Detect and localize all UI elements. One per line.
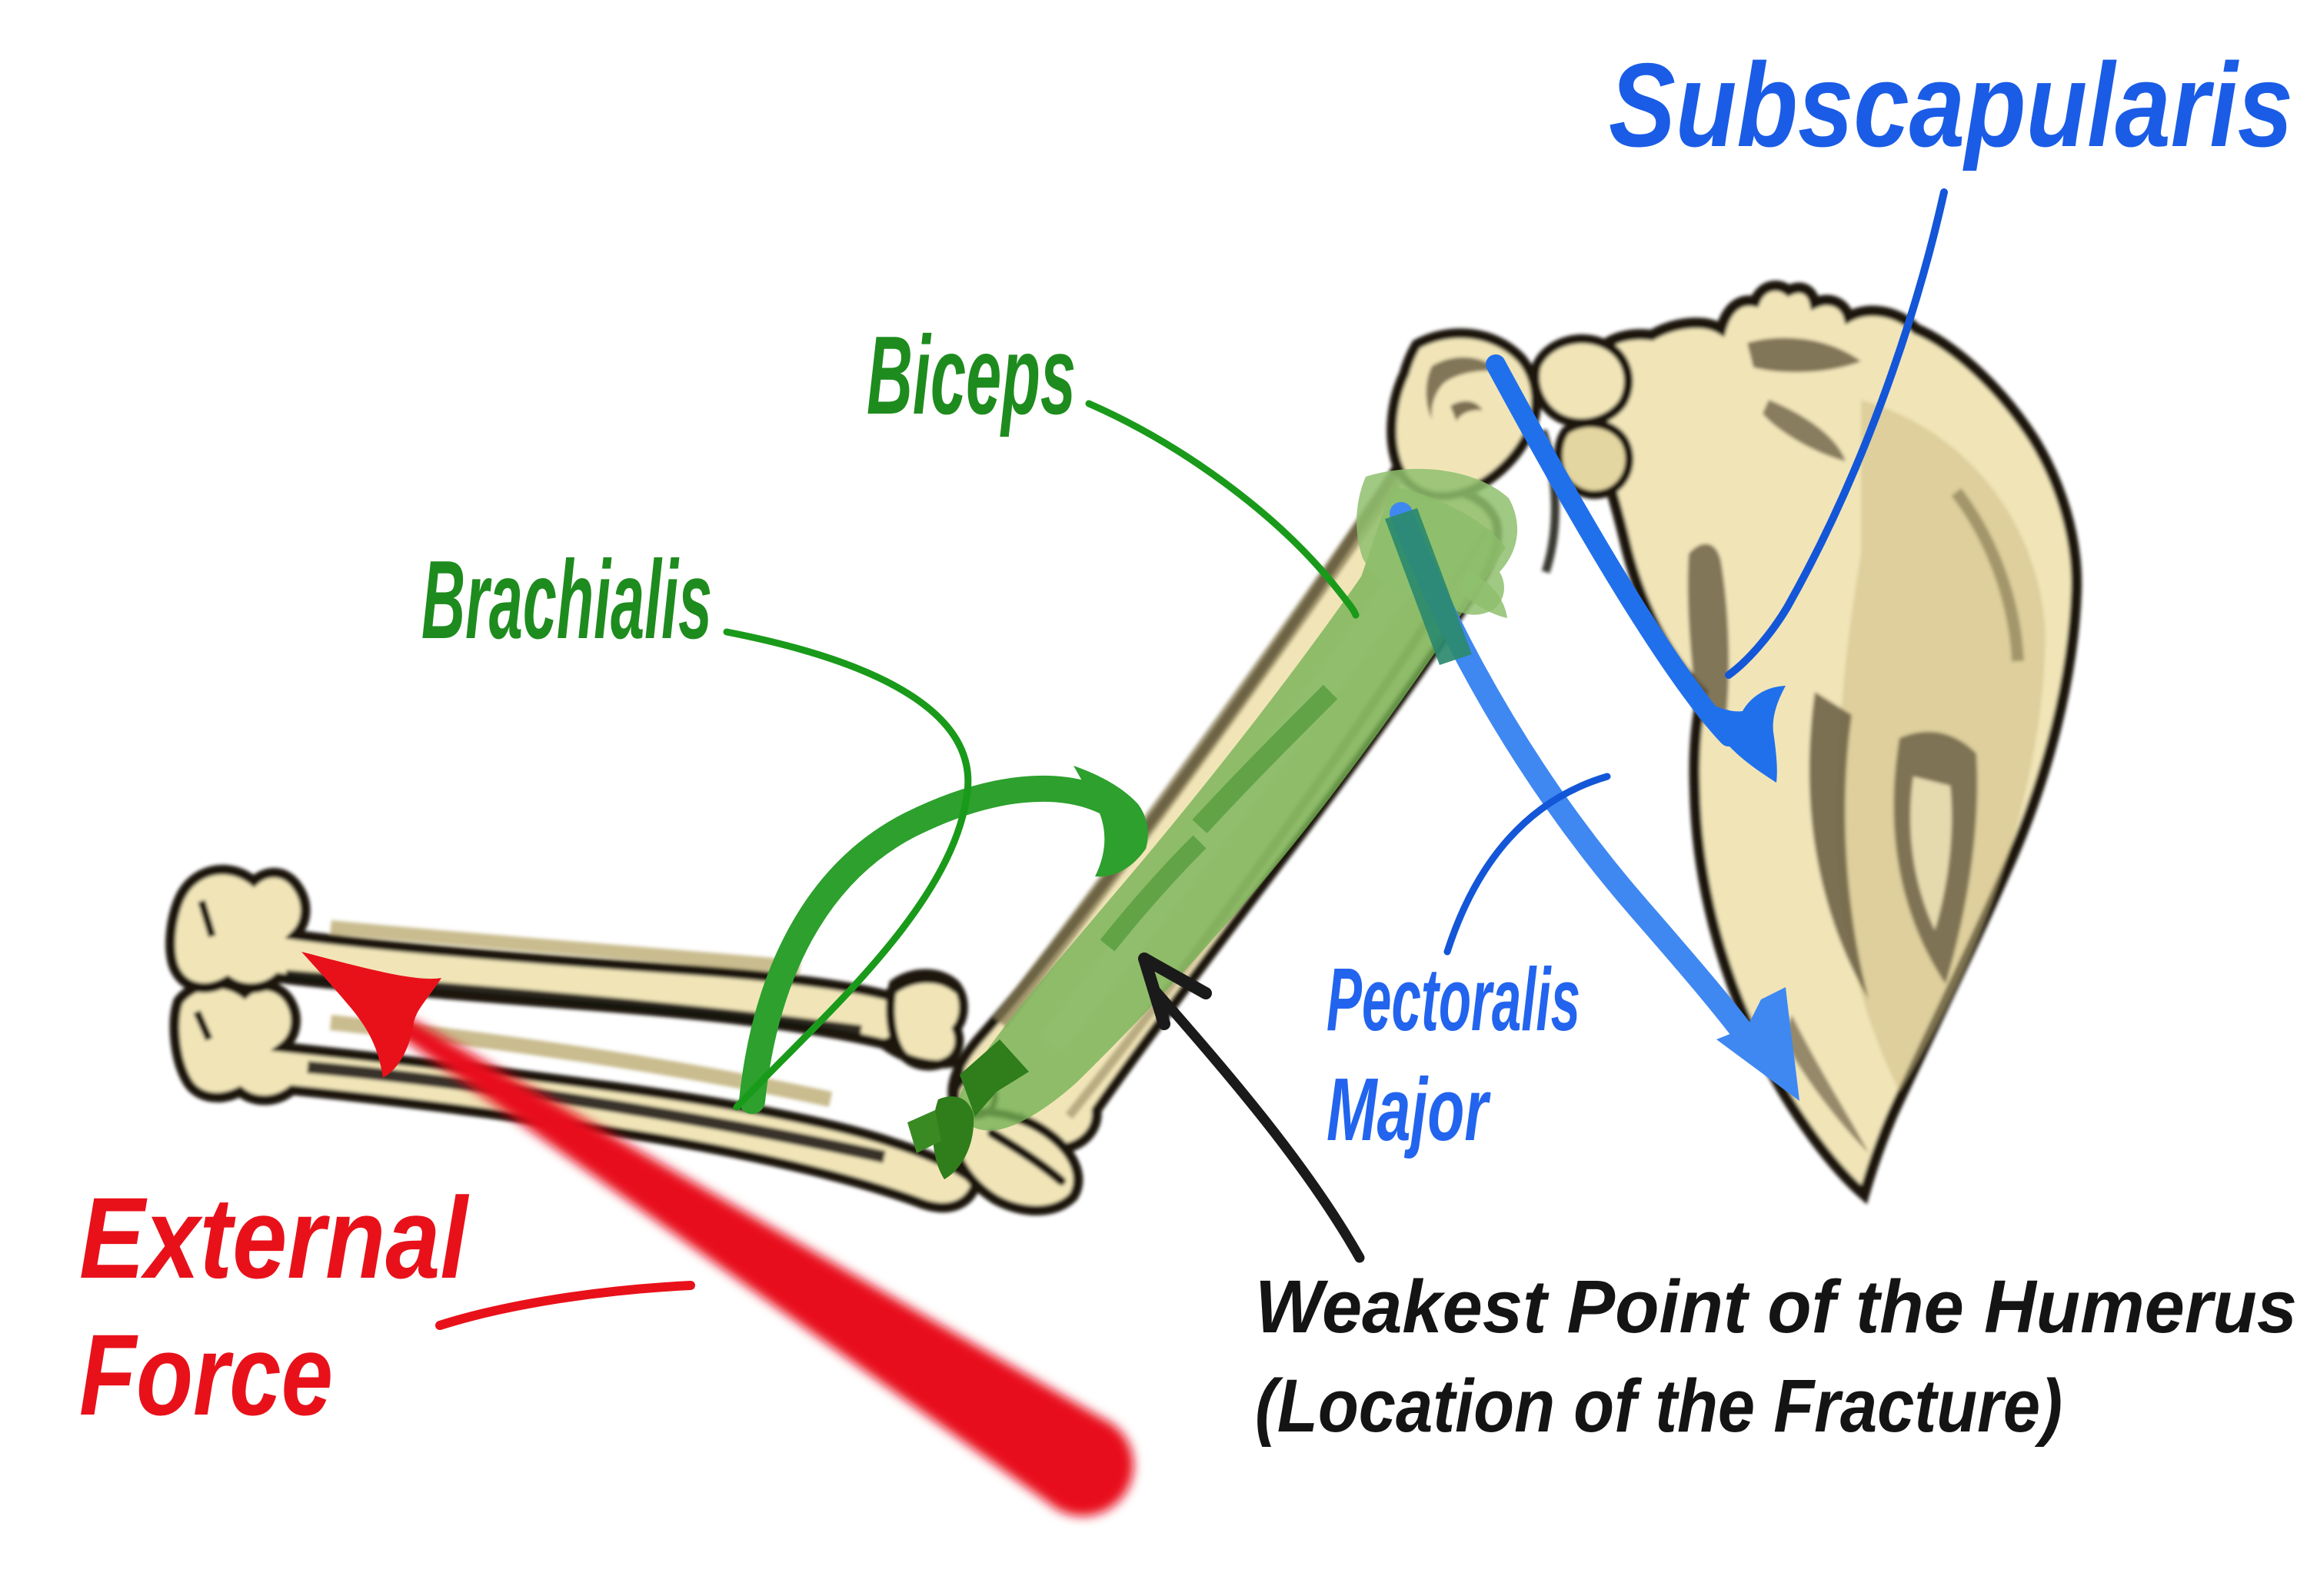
- brachialis-label-connector: [723, 628, 972, 1111]
- subscapularis-force-arrow: [1486, 354, 1786, 783]
- blue-green-overlap: [1385, 508, 1472, 665]
- scapula-bone: [1578, 280, 2082, 1205]
- muscle-band-shape: [959, 486, 1506, 1131]
- tendon-lobe: [1463, 570, 1507, 618]
- biceps-brachialis-muscle-band: [907, 468, 1518, 1179]
- subscapularis-label: Subscapularis: [1609, 38, 2293, 171]
- external-force-arrowhead: [301, 952, 441, 1078]
- acromion-bone: [1530, 334, 1634, 574]
- pectoralis-label-line2: Major: [1327, 1059, 1491, 1159]
- biceps-label: Biceps: [867, 313, 1076, 437]
- muscle-insertion-dark: [960, 1039, 1029, 1116]
- external-force-label-connector: [435, 1281, 695, 1330]
- brachialis-label: Brachialis: [421, 537, 712, 662]
- fracture-pointer-arrow: [1138, 953, 1365, 1263]
- subscapularis-arrowhead: [1696, 686, 1786, 783]
- labels: Subscapularis Biceps Brachialis Pectoral…: [79, 38, 2297, 1448]
- brachialis-rotation-arrow: [739, 766, 1148, 1114]
- pectoralis-label-connector: [1443, 773, 1611, 956]
- weakest-point-label-line2: (Location of the Fracture): [1255, 1364, 2062, 1448]
- external-force-label-line2: Force: [79, 1310, 333, 1439]
- muscle-insertion-stub: [933, 1096, 974, 1179]
- muscle-insertion-small: [907, 1110, 941, 1153]
- pectoralis-arrowhead: [1716, 987, 1799, 1101]
- weakest-point-label-line1: Weakest Point of the Humerus: [1255, 1265, 2297, 1348]
- arc-arrowhead: [1074, 766, 1148, 877]
- pectoralis-major-force-arrow: [1385, 502, 1799, 1101]
- subscapularis-label-connector: [1725, 188, 1948, 679]
- biceps-label-connector: [1085, 400, 1360, 619]
- external-force-arrow: [301, 952, 1134, 1516]
- pectoralis-label-line1: Pectoralis: [1327, 949, 1580, 1049]
- external-force-label-line1: External: [79, 1173, 470, 1302]
